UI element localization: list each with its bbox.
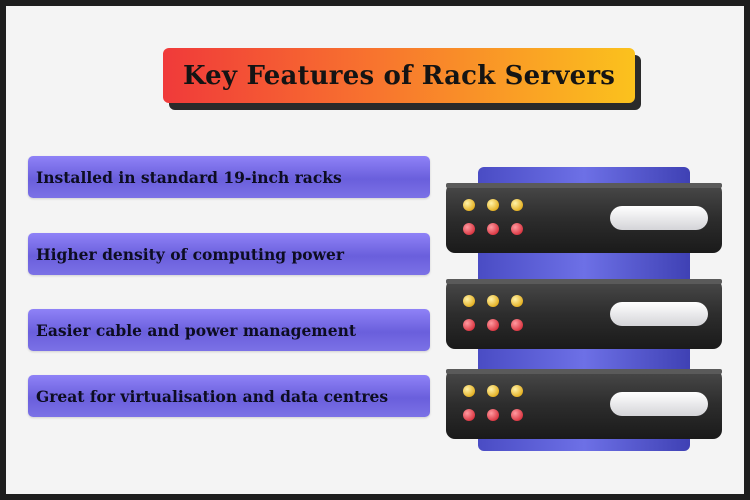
led-yellow <box>487 199 499 211</box>
led-red <box>487 409 499 421</box>
drive-slot <box>610 206 708 230</box>
feature-label: Installed in standard 19-inch racks <box>36 167 342 187</box>
infographic-frame: Key Features of Rack Servers Installed i… <box>6 6 744 494</box>
title-banner: Key Features of Rack Servers <box>163 48 641 110</box>
feature-label: Great for virtualisation and data centre… <box>36 386 389 406</box>
led-yellow <box>487 295 499 307</box>
led-yellow <box>511 295 523 307</box>
led-yellow <box>463 295 475 307</box>
led-yellow <box>463 385 475 397</box>
led-red <box>463 409 475 421</box>
led-yellow <box>511 385 523 397</box>
led-red <box>487 223 499 235</box>
led-yellow <box>487 385 499 397</box>
led-yellow <box>463 199 475 211</box>
led-red <box>511 319 523 331</box>
page-title: Key Features of Rack Servers <box>182 60 616 91</box>
led-red <box>511 409 523 421</box>
server-unit-2 <box>446 279 722 349</box>
feature-item-4: Great for virtualisation and data centre… <box>28 375 430 417</box>
led-red <box>463 223 475 235</box>
led-red <box>463 319 475 331</box>
drive-slot <box>610 392 708 416</box>
feature-label: Higher density of computing power <box>36 244 344 264</box>
rack-server-icon <box>446 167 722 451</box>
led-red <box>487 319 499 331</box>
feature-item-1: Installed in standard 19-inch racks <box>28 156 430 198</box>
feature-item-3: Easier cable and power management <box>28 309 430 351</box>
led-yellow <box>511 199 523 211</box>
drive-slot <box>610 302 708 326</box>
feature-label: Easier cable and power management <box>36 320 356 340</box>
server-unit-3 <box>446 369 722 439</box>
led-red <box>511 223 523 235</box>
server-unit-1 <box>446 183 722 253</box>
feature-item-2: Higher density of computing power <box>28 233 430 275</box>
title-box: Key Features of Rack Servers <box>163 48 635 103</box>
